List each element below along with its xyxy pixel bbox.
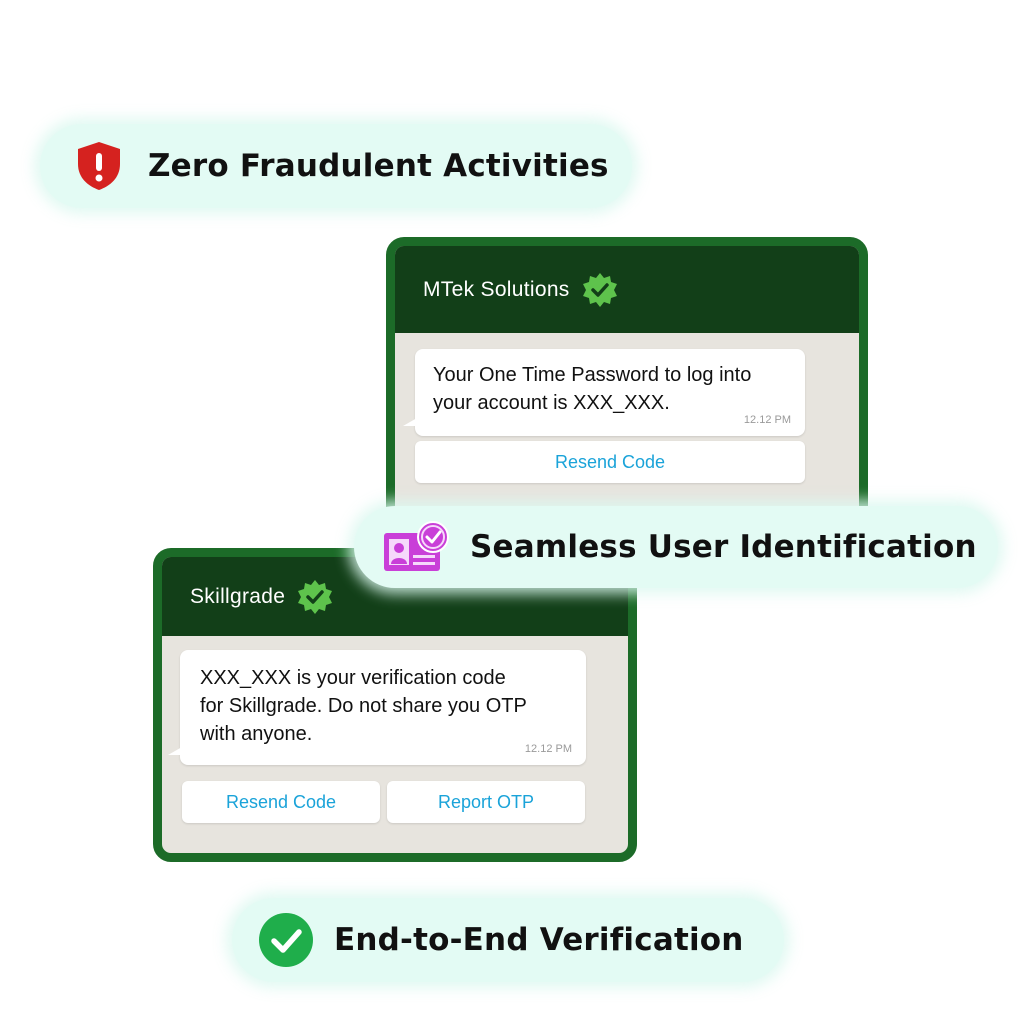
id-card-check-icon	[384, 521, 449, 571]
fraud-feature-pill: Zero Fraudulent Activities	[40, 124, 632, 208]
mtek-message-line: your account is XXX_XXX.	[433, 392, 670, 414]
skillgrade-message-line: for Skillgrade. Do not share you OTP	[200, 695, 527, 717]
skillgrade-message-card: Skillgrade XXX_XXX is your verification …	[153, 548, 637, 862]
skillgrade-resend-code-button[interactable]: Resend Code	[182, 781, 380, 823]
mtek-message-time: 12.12 PM	[743, 414, 791, 426]
check-circle-icon	[259, 913, 313, 967]
bubble-tail	[168, 747, 182, 755]
mtek-sender-name: MTek Solutions	[423, 277, 570, 301]
fraud-feature-label: Zero Fraudulent Activities	[148, 148, 609, 184]
verified-badge-icon	[582, 272, 617, 307]
skillgrade-sender-name: Skillgrade	[190, 584, 286, 608]
skillgrade-message-time: 12.12 PM	[524, 743, 572, 755]
skillgrade-message-bubble: XXX_XXX is your verification code for Sk…	[168, 650, 586, 765]
verification-feature-pill: End-to-End Verification	[232, 898, 784, 982]
identification-feature-pill: Seamless User Identification	[354, 506, 998, 588]
bubble-tail	[403, 418, 417, 426]
identification-feature-label: Seamless User Identification	[470, 529, 977, 565]
shield-alert-icon	[78, 142, 120, 190]
skillgrade-message-line: with anyone.	[200, 723, 313, 745]
mtek-resend-code-button[interactable]: Resend Code	[415, 441, 805, 483]
skillgrade-message-line: XXX_XXX is your verification code	[200, 667, 506, 689]
mtek-message-card: MTek Solutions Your One Time Password to…	[386, 237, 868, 537]
verification-feature-label: End-to-End Verification	[334, 922, 744, 958]
mtek-message-bubble: Your One Time Password to log into your …	[403, 349, 805, 436]
mtek-header: MTek Solutions	[395, 246, 859, 333]
mtek-message-line: Your One Time Password to log into	[433, 364, 752, 386]
skillgrade-report-otp-button[interactable]: Report OTP	[387, 781, 585, 823]
verified-badge-icon	[298, 579, 333, 614]
